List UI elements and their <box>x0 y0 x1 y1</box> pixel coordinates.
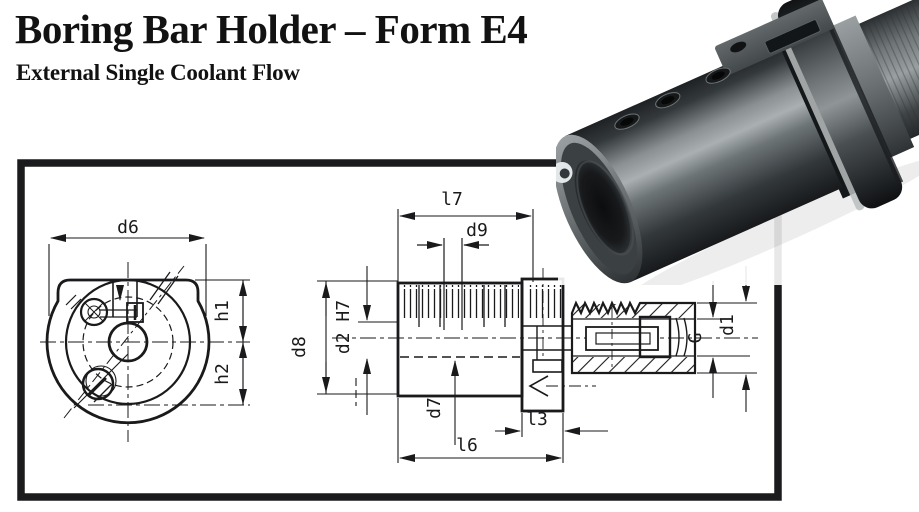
dim-l3 <box>495 413 608 437</box>
drawing-frame <box>17 159 782 501</box>
photo-neck <box>831 15 915 158</box>
dim-d8 <box>317 280 398 395</box>
page-title: Boring Bar Holder – Form E4 <box>15 6 528 52</box>
dim-label-d6: d6 <box>117 217 139 238</box>
front-body-outline <box>45 278 211 425</box>
dim-label-l6: l6 <box>456 435 478 456</box>
dim-label-d2: d2 H7 <box>333 300 354 354</box>
dim-label-h2: h2 <box>212 363 233 385</box>
dim-d6 <box>48 234 207 316</box>
dim-l6 <box>397 398 564 463</box>
product-photo <box>556 0 919 285</box>
dim-label-h1: h1 <box>212 300 233 322</box>
front-view <box>40 234 250 442</box>
side-flange <box>520 277 565 413</box>
dim-d2 <box>355 266 399 415</box>
dim-d1 <box>697 266 757 412</box>
dim-label-l3: l3 <box>526 409 548 430</box>
photo-screw-holes <box>614 67 731 130</box>
coolant-inlet <box>528 268 596 397</box>
dim-l7 <box>397 209 534 282</box>
side-view <box>317 209 758 463</box>
dim-g <box>697 281 750 398</box>
photo-collar <box>778 0 903 209</box>
photo-shank <box>857 0 919 140</box>
dim-label-g: G <box>685 333 706 344</box>
clamp-screw-top <box>65 294 109 327</box>
dim-label-d7: d7 <box>424 397 445 419</box>
coolant-screw-bottom <box>73 353 129 409</box>
dim-label-d1: d1 <box>717 314 738 336</box>
dim-d9 <box>417 238 489 330</box>
photo-front-face <box>556 134 643 284</box>
dim-label-d9: d9 <box>466 220 488 241</box>
dim-label-l7: l7 <box>441 189 463 210</box>
side-shank <box>570 300 697 375</box>
page-subtitle: External Single Coolant Flow <box>16 60 300 85</box>
photo-marking-slot <box>764 19 821 54</box>
dim-label-d8: d8 <box>289 336 310 358</box>
